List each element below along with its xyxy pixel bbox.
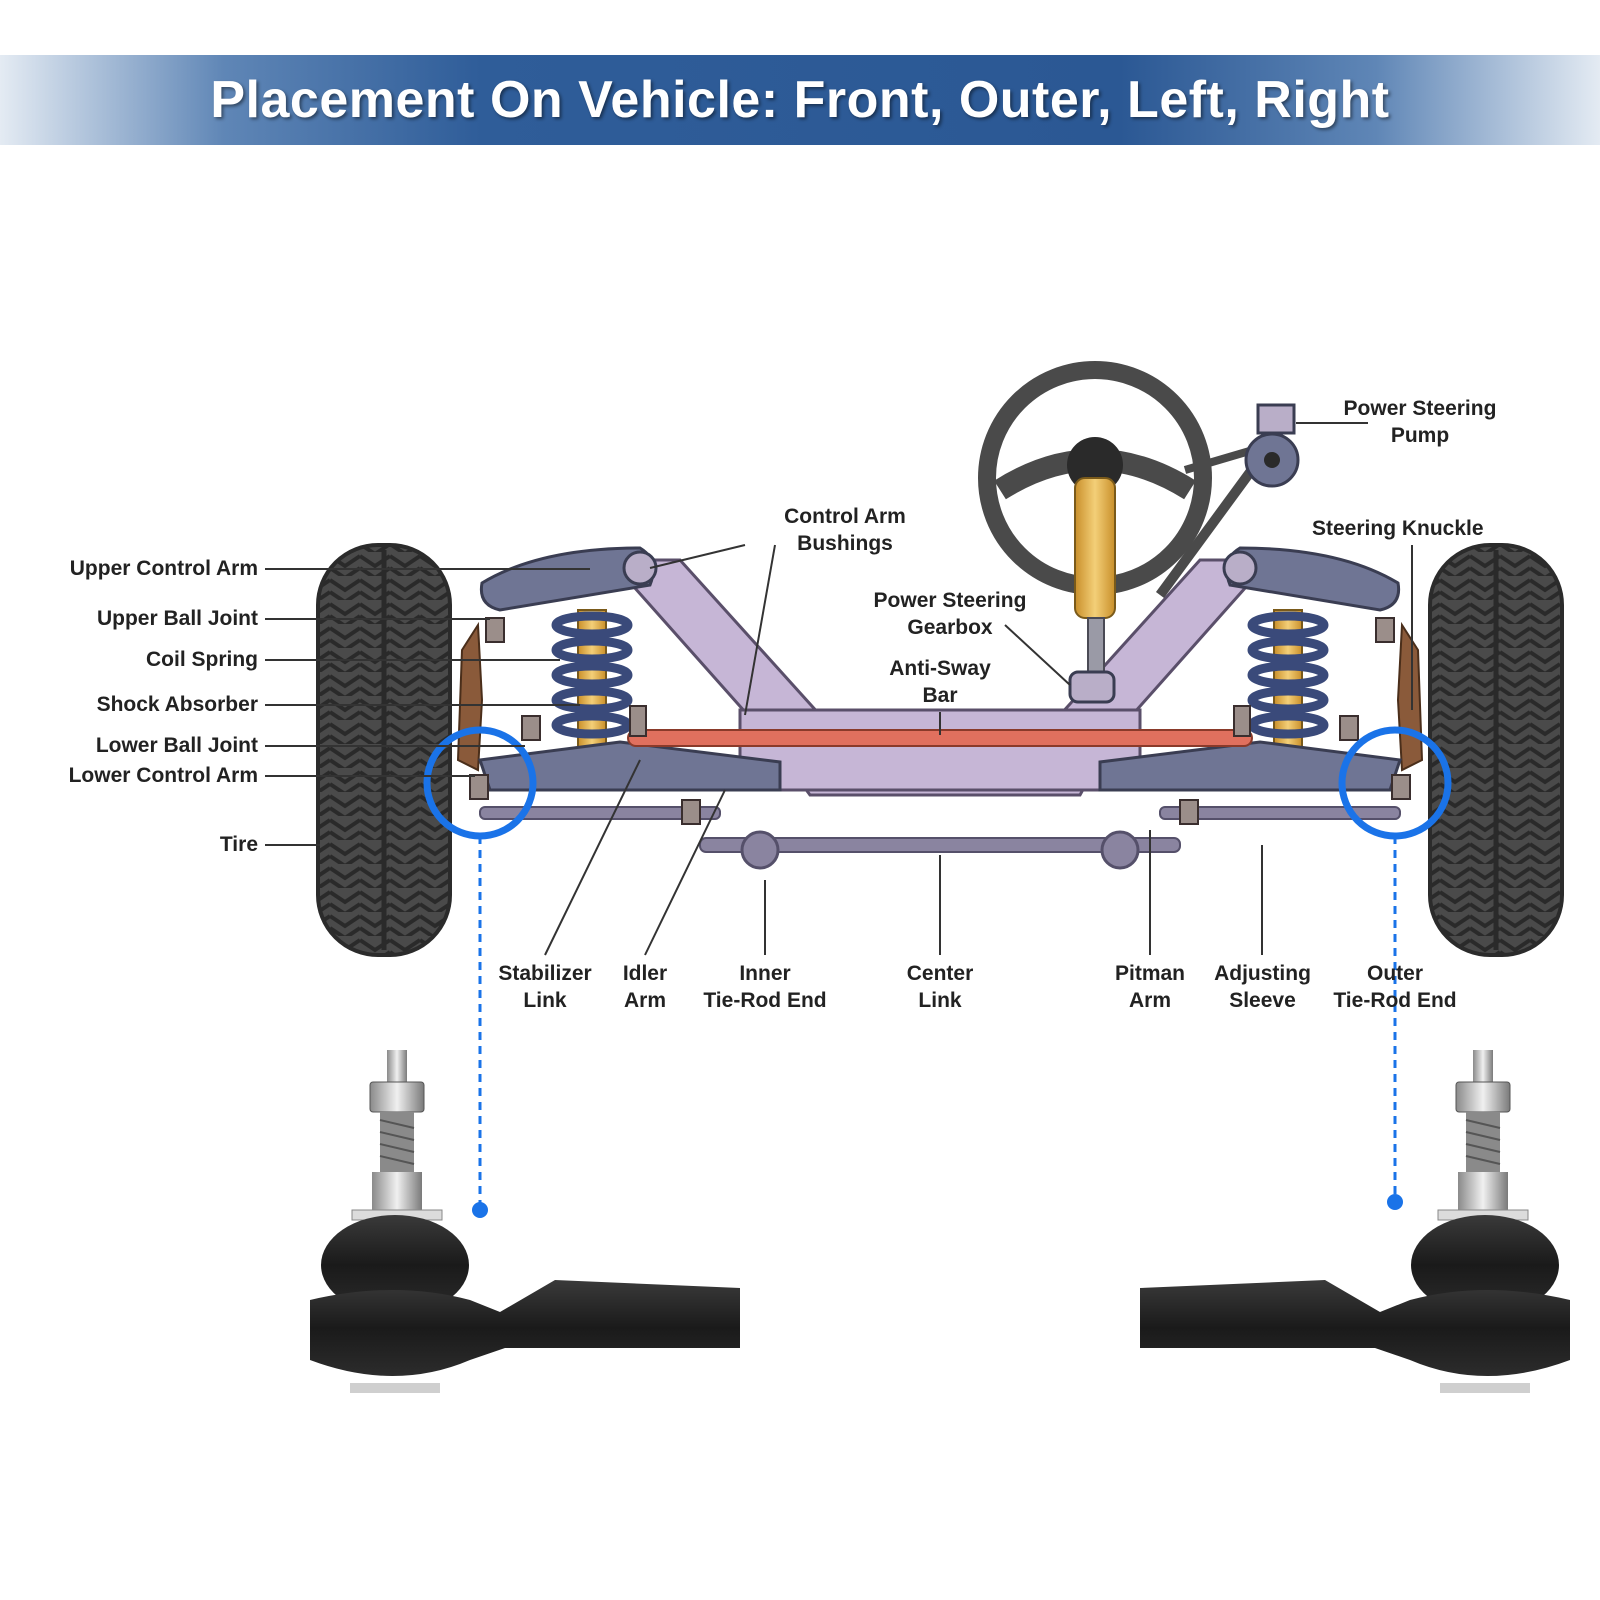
leader-lines bbox=[265, 422, 1413, 956]
label-power-steering-gearbox: Power Steering Gearbox bbox=[873, 589, 1027, 639]
label-tire: Tire bbox=[219, 833, 258, 856]
coil-spring-left bbox=[551, 609, 633, 751]
connector-dot-left bbox=[472, 1202, 488, 1218]
ball-joints bbox=[469, 617, 1411, 825]
label-stabilizer-link: Stabilizer Link bbox=[498, 962, 592, 1012]
title-banner: Placement On Vehicle: Front, Outer, Left… bbox=[0, 55, 1600, 145]
coil-spring-right bbox=[1247, 609, 1329, 751]
lower-control-arm-left bbox=[478, 740, 782, 792]
power-steering-pump bbox=[1155, 403, 1300, 598]
tie-rod-end-right bbox=[1140, 1050, 1570, 1393]
knuckle-right bbox=[1396, 621, 1424, 772]
knuckle-left bbox=[456, 621, 484, 772]
label-outer-tie-rod-end: Outer Tie-Rod End bbox=[1333, 962, 1457, 1012]
connector-dot-right bbox=[1387, 1194, 1403, 1210]
label-control-arm-bushings: Control Arm Bushings bbox=[784, 505, 906, 555]
label-upper-control-arm: Upper Control Arm bbox=[69, 557, 258, 580]
right-tire bbox=[1428, 543, 1564, 957]
steering-linkage bbox=[479, 806, 1401, 870]
steering-column bbox=[1068, 477, 1116, 704]
label-steering-knuckle: Steering Knuckle bbox=[1312, 517, 1484, 540]
label-inner-tie-rod-end: Inner Tie-Rod End bbox=[703, 962, 827, 1012]
label-center-link: Center Link bbox=[906, 962, 974, 1012]
label-idler-arm: Idler Arm bbox=[622, 962, 668, 1012]
banner-title: Placement On Vehicle: Front, Outer, Left… bbox=[210, 71, 1390, 129]
left-tire bbox=[316, 543, 452, 957]
tie-rod-end-left bbox=[310, 1050, 740, 1393]
lower-control-arm-right bbox=[1098, 740, 1402, 792]
label-upper-ball-joint: Upper Ball Joint bbox=[96, 607, 258, 630]
label-pitman-arm: Pitman Arm bbox=[1114, 962, 1185, 1012]
label-coil-spring: Coil Spring bbox=[146, 648, 258, 671]
bushing-left bbox=[622, 550, 658, 586]
label-adjusting-sleeve: Adjusting Sleeve bbox=[1214, 962, 1311, 1012]
label-shock-absorber: Shock Absorber bbox=[96, 693, 258, 716]
label-anti-sway-bar: Anti-Sway Bar bbox=[889, 657, 991, 707]
bushing-right bbox=[1222, 550, 1258, 586]
label-lower-control-arm: Lower Control Arm bbox=[68, 764, 258, 787]
label-power-steering-pump: Power Steering Pump bbox=[1343, 397, 1497, 447]
label-lower-ball-joint: Lower Ball Joint bbox=[95, 734, 258, 757]
